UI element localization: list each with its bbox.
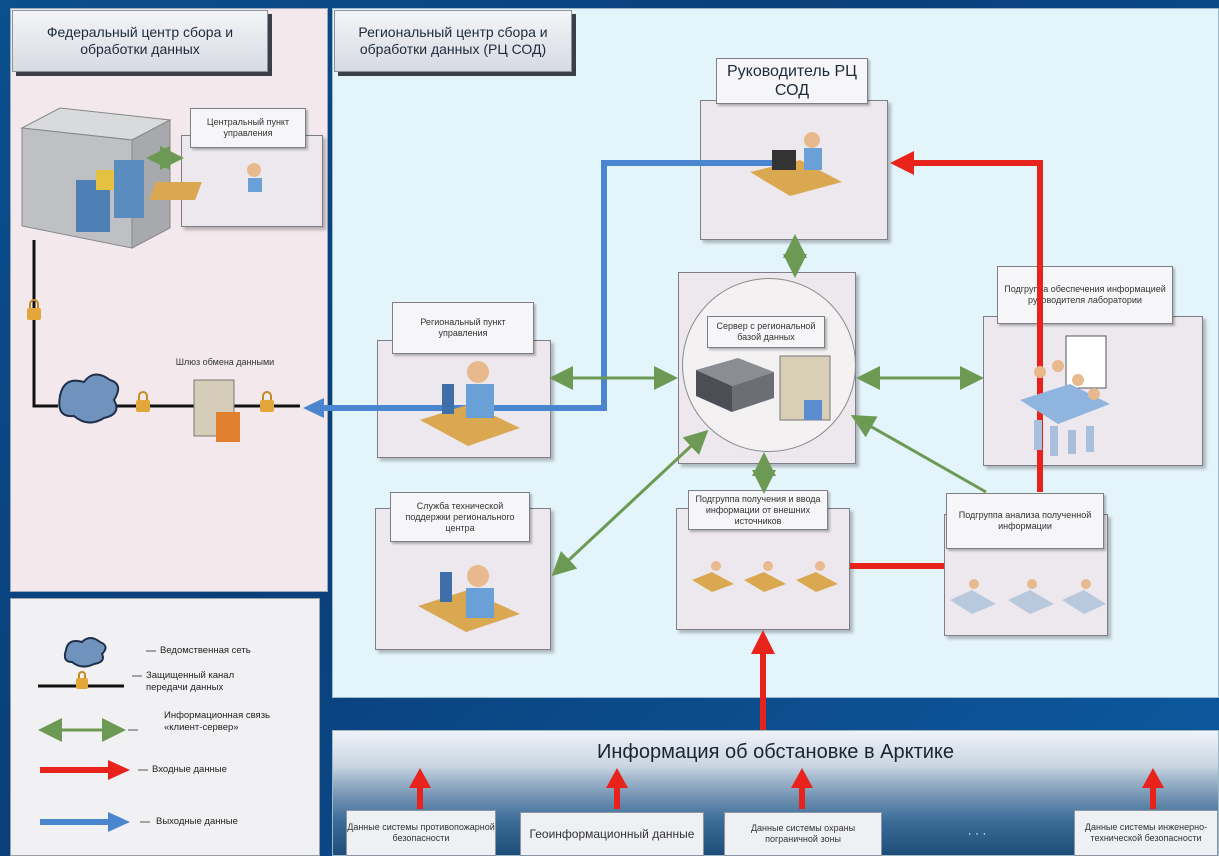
operator-workstation-icon xyxy=(420,361,520,446)
legend-input-label: Входные данные xyxy=(152,764,227,775)
source-engineering: Данные системы инженерно-технической без… xyxy=(1074,810,1218,856)
client-server-link xyxy=(850,415,987,494)
input-arrowhead xyxy=(751,630,775,654)
arctic-info-title: Информация об обстановке в Арктике xyxy=(596,740,955,763)
support-workstation-icon xyxy=(418,565,520,632)
legend-lock-icon xyxy=(76,671,88,689)
client-server-link xyxy=(551,429,709,577)
lock-icon xyxy=(136,391,150,412)
legend-client-server-label: Информационная связь «клиент-сервер» xyxy=(164,710,271,733)
lock-icon xyxy=(260,391,274,412)
gateway-server-icon xyxy=(193,379,240,442)
datacenter-icon xyxy=(20,107,172,249)
source-geoinfo: Геоинформационный данные xyxy=(520,812,704,856)
operator-icon xyxy=(149,163,262,200)
sources-ellipsis: · · · xyxy=(967,826,987,840)
intake-label: Подгруппа получения и ввода информации о… xyxy=(688,490,828,530)
head-label: Руководитель РЦ СОД xyxy=(716,58,868,104)
support-label: Подгруппа обеспечения информацией руково… xyxy=(997,266,1173,324)
analysis-label: Подгруппа анализа полученной информации xyxy=(946,493,1104,549)
meeting-room-icon xyxy=(1020,335,1110,456)
source-border-zone: Данные системы охраны пограничной зоны xyxy=(724,812,882,856)
analysis-workers-icon xyxy=(950,579,1106,614)
central-control-label: Центральный пункт управления xyxy=(190,108,306,148)
tower-server-icon xyxy=(779,355,831,421)
source-fire-safety: Данные системы противопожарной безопасно… xyxy=(346,810,496,856)
output-arrowhead xyxy=(303,398,324,418)
network-cloud-icon xyxy=(58,373,120,424)
rack-server-icon xyxy=(696,358,774,412)
gateway-label: Шлюз обмена данными xyxy=(175,357,275,367)
lock-icon xyxy=(27,299,41,320)
legend-output-label: Выходные данные xyxy=(156,816,238,827)
input-arrowhead xyxy=(890,151,914,175)
server-label: Сервер с региональной базой данных xyxy=(707,316,825,348)
federal-center-title: Федеральный центр сбора и обработки данн… xyxy=(12,10,268,72)
federal-center-panel xyxy=(10,8,328,592)
legend-cloud-icon xyxy=(63,637,107,668)
legend-channel-label: Защищенный канал передачи данных xyxy=(146,670,235,693)
tech-support-label: Служба технической поддержки регионально… xyxy=(390,492,530,542)
manager-workstation-icon xyxy=(750,132,842,196)
intake-workers-icon xyxy=(692,561,838,592)
regional-control-label: Региональный пункт управления xyxy=(392,302,534,354)
regional-center-title: Региональный центр сбора и обработки дан… xyxy=(334,10,572,72)
legend-network-label: Ведомственная сеть xyxy=(160,645,251,656)
